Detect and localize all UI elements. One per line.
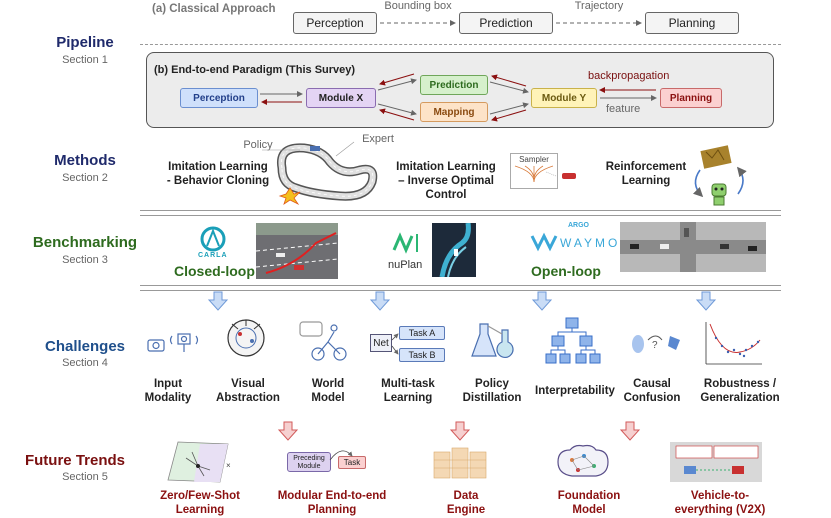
policy-label: Policy	[243, 139, 273, 151]
car-icon	[545, 171, 576, 179]
future-v2x: Vehicle-to- everything (V2X)	[674, 490, 766, 516]
method-il-ioc: Imitation Learning – Inverse Optimal Con…	[396, 161, 496, 201]
v2x-icon	[670, 442, 762, 482]
challenge-robustness: Robustness / Generalization	[700, 378, 780, 404]
pipeline-separator	[140, 44, 781, 45]
e2e-perception-box: Perception	[180, 88, 258, 108]
zero-shot-icon: ×	[167, 441, 231, 483]
divider-methods	[140, 210, 781, 216]
sampler-diagram: Sampler	[510, 153, 558, 189]
net-task-arrows	[391, 333, 399, 355]
expert-label: Expert	[362, 133, 394, 145]
carla-logo-icon	[200, 226, 226, 252]
svg-text:×: ×	[226, 461, 231, 470]
red-arrow-2	[449, 421, 471, 441]
nuplan-text: nuPlan	[388, 259, 423, 271]
nuplan-map-image	[432, 223, 476, 277]
waymo-aerial-image	[620, 222, 766, 272]
red-down-arrows	[277, 421, 641, 441]
section-subtitle-future: Section 5	[62, 471, 108, 483]
challenge-policy-distillation: Policy Distillation	[462, 378, 522, 404]
challenge-world-model: World Model	[311, 378, 345, 404]
challenge-interpretability: Interpretability	[535, 385, 615, 397]
bounding-box-label: Bounding box	[384, 0, 452, 12]
brain-icon	[557, 444, 609, 477]
carla-sim-image	[256, 223, 338, 279]
open-loop-label: Open-loop	[531, 263, 601, 279]
e2e-planning-box: Planning	[660, 88, 722, 108]
e2e-prediction-box: Prediction	[420, 75, 488, 95]
sampler-curves-icon	[514, 165, 554, 183]
future-foundation-model: Foundation Model	[557, 490, 621, 516]
closed-loop-label: Closed-loop	[174, 263, 255, 279]
camera-lidar-icon	[147, 333, 199, 352]
section-subtitle-methods: Section 2	[62, 172, 108, 184]
down-arrow-4	[695, 291, 717, 311]
net-box: Net	[370, 334, 392, 352]
challenge-input-modality: Input Modality	[144, 378, 192, 404]
method-rl: Reinforcement Learning	[605, 161, 687, 187]
challenge-visual-abstraction: Visual Abstraction	[216, 378, 280, 404]
red-arrow-1	[277, 421, 299, 441]
section-title-benchmarking: Benchmarking	[32, 234, 138, 251]
section-title-future: Future Trends	[24, 452, 125, 469]
argo-text: ARGO	[568, 222, 589, 229]
future-modular-e2e: Modular End-to-end Planning	[277, 490, 387, 516]
causal-confusion-icon: ?	[632, 335, 680, 353]
data-engine-icon	[433, 447, 487, 479]
svg-text:?: ?	[652, 340, 658, 351]
interpretability-tree-icon	[545, 317, 601, 364]
cyclist-icon	[299, 321, 347, 361]
nuplan-logo-icon	[390, 230, 420, 256]
down-arrow-3	[531, 291, 553, 311]
trajectory-label: Trajectory	[574, 0, 624, 12]
task-b-box: Task B	[399, 348, 445, 362]
robustness-plot-icon	[705, 322, 762, 365]
carla-text: CARLA	[198, 252, 228, 259]
divider-benchmarking	[140, 285, 781, 291]
down-arrow-2	[369, 291, 391, 311]
section-title-pipeline: Pipeline	[56, 34, 114, 51]
classical-planning-box: Planning	[645, 12, 739, 34]
challenge-causal-confusion: Causal Confusion	[623, 378, 681, 404]
sampler-label: Sampler	[519, 155, 549, 164]
track-drawing	[262, 141, 378, 206]
classical-prediction-box: Prediction	[459, 12, 553, 34]
section-subtitle-benchmarking: Section 3	[62, 254, 108, 266]
classical-title: (a) Classical Approach	[152, 3, 276, 15]
task-a-box: Task A	[399, 326, 445, 340]
e2e-mapping-box: Mapping	[420, 102, 488, 122]
down-arrow-1	[207, 291, 229, 311]
e2e-title: (b) End-to-end Paradigm (This Survey)	[154, 64, 356, 76]
waymo-logo-icon	[530, 232, 558, 252]
task-box: Task	[338, 456, 366, 469]
waymo-text: WAYMO	[560, 236, 621, 250]
backpropagation-label: backpropagation	[588, 70, 670, 82]
e2e-module-y-box: Module Y	[531, 88, 597, 108]
classical-perception-box: Perception	[293, 12, 377, 34]
e2e-arrows	[260, 73, 657, 122]
blue-down-arrows	[207, 291, 717, 311]
section-subtitle-challenges: Section 4	[62, 357, 108, 369]
challenge-multi-task: Multi-task Learning	[381, 378, 435, 404]
e2e-module-x-box: Module X	[306, 88, 376, 108]
future-data-engine: Data Engine	[446, 490, 486, 516]
preceding-module-box: Preceding Module	[287, 452, 331, 472]
future-zero-few-shot: Zero/Few-Shot Learning	[160, 490, 240, 516]
feature-label: feature	[606, 103, 641, 115]
flask-icon	[471, 323, 514, 358]
section-title-methods: Methods	[54, 152, 116, 169]
method-il-bc: Imitation Learning - Behavior Cloning	[166, 161, 270, 187]
preceding-to-task-arrow	[329, 450, 353, 461]
rl-cycle-icon	[692, 145, 747, 206]
visual-abstraction-icon	[227, 319, 265, 357]
section-subtitle-pipeline: Section 1	[62, 54, 108, 66]
red-arrow-3	[619, 421, 641, 441]
section-title-challenges: Challenges	[44, 338, 126, 355]
